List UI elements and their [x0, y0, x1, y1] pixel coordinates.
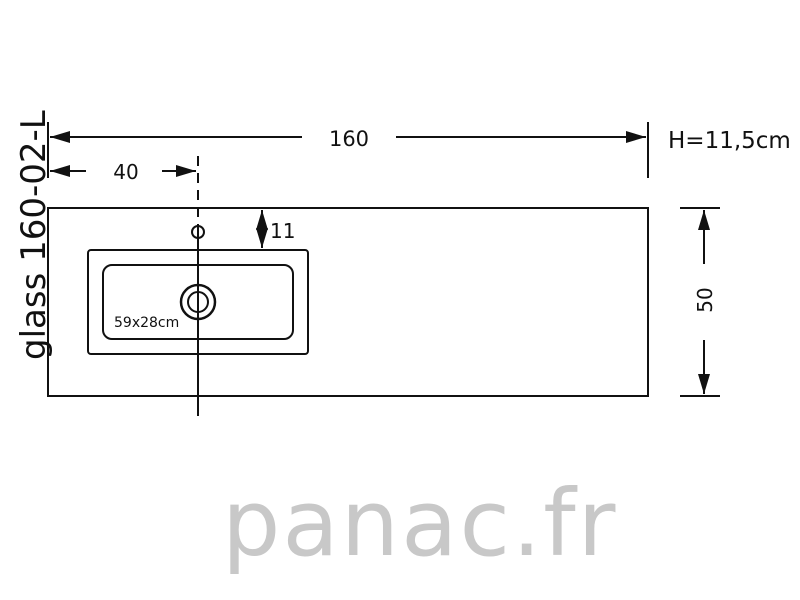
watermark-text: panac.fr	[222, 470, 618, 577]
countertop-outline	[47, 207, 649, 397]
height-note: H=11,5cm	[668, 128, 791, 154]
depth-label: 50	[693, 287, 717, 312]
depth-dimension: 50	[680, 207, 720, 397]
tap-hole-offset-label: 11	[270, 219, 295, 243]
basin-size-label: 59x28cm	[114, 315, 179, 331]
drain-outer	[179, 283, 217, 321]
basin-offset-label: 40	[113, 160, 138, 184]
tap-hole-offset-dimension: 11	[256, 210, 295, 248]
overall-length-label: 160	[329, 127, 369, 151]
overall-length-dimension: 160	[47, 122, 649, 178]
basin-offset-dimension: 40	[50, 160, 196, 184]
